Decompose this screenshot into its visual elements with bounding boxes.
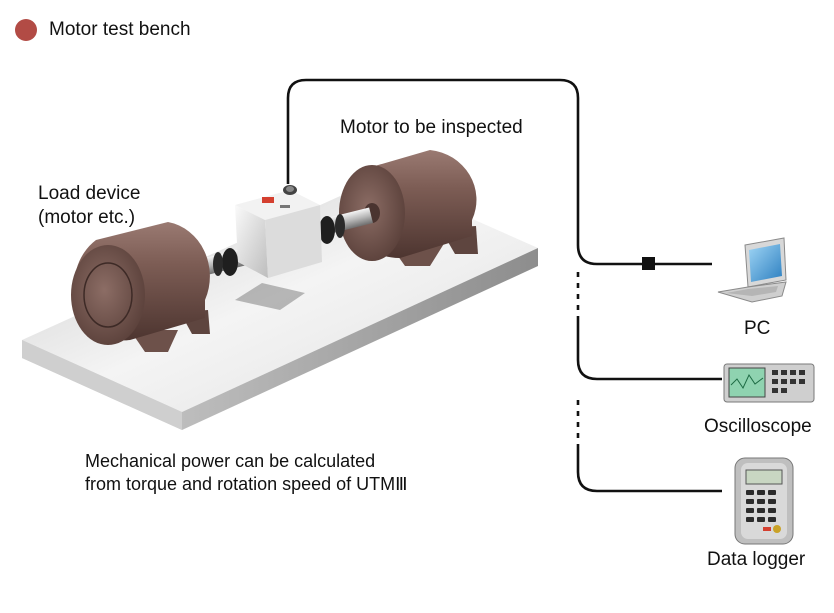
- label-load-line1: Load device: [38, 183, 141, 204]
- diagram-title: Motor test bench: [15, 18, 191, 42]
- label-motor: Motor to be inspected: [340, 117, 523, 138]
- oscilloscope-icon: [723, 363, 815, 403]
- note-line1: Mechanical power can be calculated: [85, 451, 376, 471]
- load-motor: [71, 222, 210, 352]
- title-text: Motor test bench: [49, 19, 191, 40]
- pc-icon: [717, 237, 787, 303]
- label-oscilloscope: Oscilloscope: [704, 416, 812, 437]
- title-bullet-icon: [15, 19, 37, 41]
- explanatory-note: Mechanical power can be calculated from …: [85, 450, 408, 496]
- label-pc: PC: [744, 318, 771, 339]
- label-load-line2: (motor etc.): [38, 207, 136, 228]
- signal-cables: [286, 78, 722, 493]
- label-data-logger: Data logger: [707, 549, 806, 570]
- torque-meter-box: [235, 185, 322, 278]
- inspected-motor: [339, 150, 478, 266]
- cable-connector: [642, 257, 655, 270]
- note-line2: from torque and rotation speed of UTMⅢ: [85, 474, 408, 494]
- data-logger-icon: [734, 457, 794, 545]
